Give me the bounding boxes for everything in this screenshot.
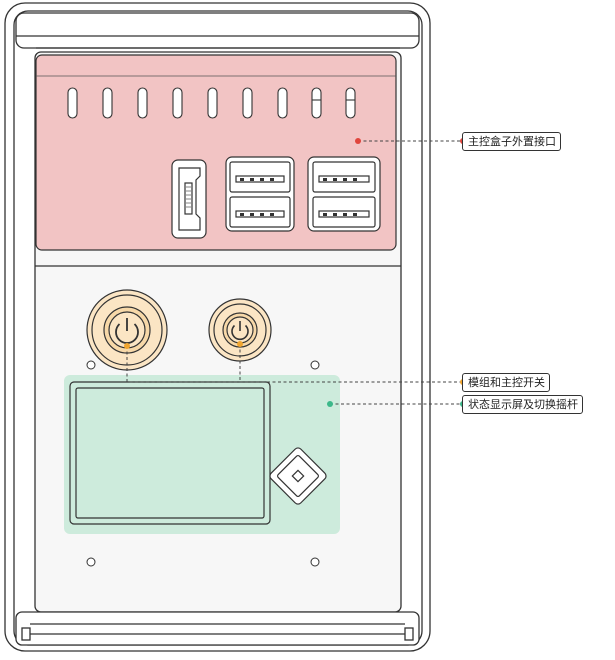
- vent-slot: [67, 87, 78, 119]
- usb-port-block: [307, 156, 381, 232]
- bottom-base: [15, 611, 420, 646]
- usb-port-block: [225, 156, 295, 232]
- display-callout-label: 状态显示屏及切换摇杆: [462, 395, 583, 414]
- vent-slot: [172, 87, 183, 119]
- screw-hole: [86, 557, 96, 567]
- switches-callout-label: 模组和主控开关: [462, 373, 550, 392]
- top-lid: [15, 12, 420, 49]
- vent-slot: [345, 87, 356, 119]
- vent-slot: [207, 87, 218, 119]
- switch-marker-dot: [124, 343, 130, 349]
- module-power-switch: [86, 289, 168, 371]
- vent-slot: [277, 87, 288, 119]
- ports-marker-dot: [355, 138, 361, 144]
- port-panel: [35, 54, 397, 251]
- ports-callout-label: 主控盒子外置接口: [462, 132, 561, 151]
- display-marker-dot: [327, 401, 333, 407]
- vent-slot: [311, 87, 322, 119]
- toggle-joystick: [269, 447, 327, 505]
- screw-hole: [310, 360, 320, 370]
- screw-hole: [86, 360, 96, 370]
- screw-hole: [310, 557, 320, 567]
- vent-slot: [137, 87, 148, 119]
- hdmi-port: [171, 159, 207, 239]
- vent-slot: [102, 87, 113, 119]
- switches-leader-line: [126, 344, 463, 383]
- switch-marker-dot: [237, 341, 243, 347]
- vent-slot: [242, 87, 253, 119]
